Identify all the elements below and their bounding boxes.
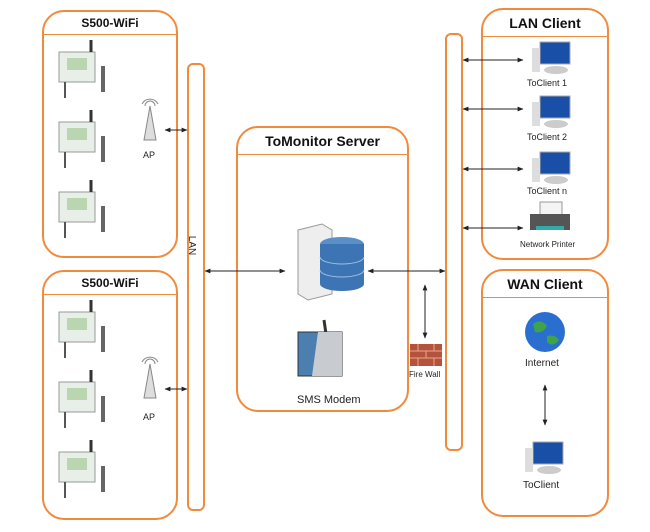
database-server-icon [297,223,365,301]
client-label: ToClient 1 [527,78,568,88]
sensor-devices-top [58,40,105,238]
printer-icon [530,201,570,230]
group-title: S500-WiFi [44,272,176,295]
lan-bus [187,63,205,511]
internet-label: Internet [525,358,559,369]
sensor-devices-bottom [58,300,105,498]
sensor-icon [58,110,105,168]
computer-icon [532,41,571,74]
group-title: WAN Client [483,271,607,298]
computer-icon [532,151,571,184]
sensor-icon [58,440,105,498]
printer-label: Network Printer [520,240,576,249]
group-title: ToMonitor Server [238,128,407,155]
group-title: LAN Client [483,10,607,37]
network-bus [445,33,463,451]
client-label: ToClient n [527,186,568,196]
wan-client-label: ToClient [523,480,560,491]
group-title: S500-WiFi [44,12,176,35]
sms-modem-icon [297,319,343,377]
ap-label: AP [143,412,156,422]
ap-label: AP [143,150,156,160]
access-point-icon [141,98,159,141]
sensor-icon [58,300,105,358]
access-point-icon [141,356,159,399]
modem-label: SMS Modem [297,394,361,406]
computer-icon [532,95,571,128]
computer-icon [525,441,564,474]
globe-icon [525,312,565,352]
firewall-label: Fire Wall [409,370,441,379]
sensor-icon [58,370,105,428]
firewall-icon [410,344,442,366]
sensor-icon [58,40,105,98]
client-label: ToClient 2 [527,132,568,142]
sensor-icon [58,180,105,238]
